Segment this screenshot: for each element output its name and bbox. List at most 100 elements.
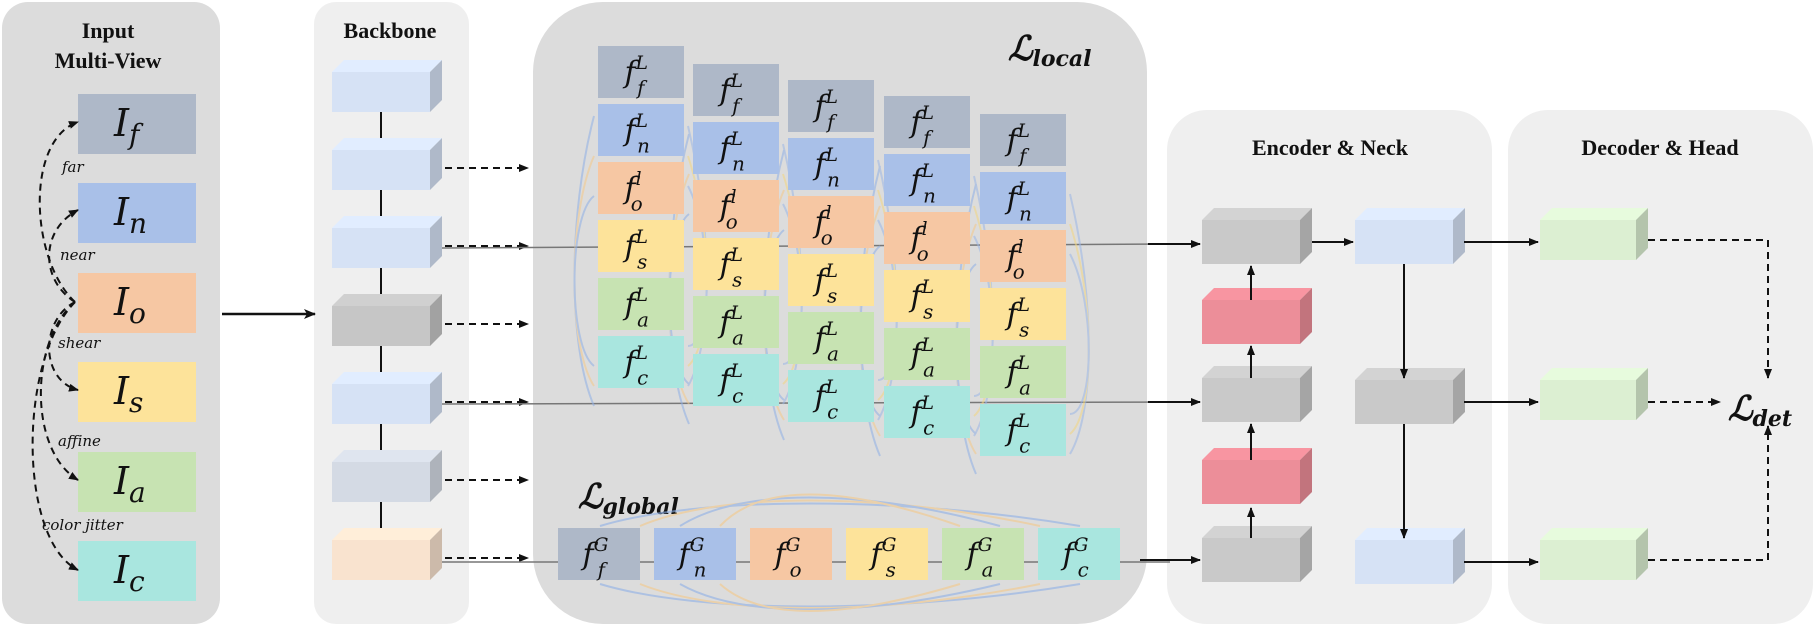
backbone-block-6 xyxy=(332,450,442,502)
backbone-block-4 xyxy=(332,294,442,346)
global-consistency-arcs xyxy=(599,493,1081,612)
backbone-title: Backbone xyxy=(344,18,437,43)
encoder-neck-title: Encoder & Neck xyxy=(1252,135,1409,160)
augmentation-arrows xyxy=(31,121,79,571)
input-view-o: Io xyxy=(78,273,196,333)
encoder-block-mid xyxy=(1202,366,1312,422)
backbone-block-2 xyxy=(332,138,442,190)
input-view-f: If xyxy=(78,94,196,154)
decoder-to-loss-1 xyxy=(1648,239,1772,379)
neck-block-bottom xyxy=(1355,528,1465,584)
input-title-line2: Multi-View xyxy=(55,48,162,73)
backbone-block-1 xyxy=(332,60,442,112)
aug-label-shear: shear xyxy=(58,334,101,352)
aug-label-affine: affine xyxy=(58,432,101,450)
encoder-block-bottom xyxy=(1202,526,1312,582)
input-view-s: Is xyxy=(78,362,196,422)
view-label-n: In xyxy=(113,190,147,240)
det-loss-label: ℒdet xyxy=(1728,389,1792,432)
backbone-block-3 xyxy=(332,216,442,268)
decoder-head-blocks xyxy=(1464,208,1772,580)
aug-label-color-jitter: color jitter xyxy=(42,516,124,534)
encoder-attn-block-2 xyxy=(1202,448,1312,504)
decoder-head-title: Decoder & Head xyxy=(1581,135,1738,160)
aug-label-far: far xyxy=(61,158,84,176)
decoder-head-block-1 xyxy=(1540,208,1648,260)
aug-label-near: near xyxy=(60,246,95,264)
decoder-head-block-3 xyxy=(1540,528,1648,580)
view-label-c: Ic xyxy=(113,548,145,598)
view-label-o: Io xyxy=(113,280,146,330)
decoder-to-loss-3 xyxy=(1648,425,1772,561)
view-label-a: Ia xyxy=(113,459,146,509)
local-loss-label: ℒlocal xyxy=(1008,29,1092,72)
encoder-block-top xyxy=(1202,208,1312,264)
encoder-attn-block-1 xyxy=(1202,288,1312,344)
backbone-block-7 xyxy=(332,528,442,580)
decoder-head-block-2 xyxy=(1540,368,1648,420)
encoder-neck-blocks xyxy=(1140,208,1465,584)
input-view-n: In xyxy=(78,183,196,243)
backbone-block-5 xyxy=(332,372,442,424)
neck-block-top xyxy=(1355,208,1465,264)
input-view-a: Ia xyxy=(78,452,196,512)
input-title-line1: Input xyxy=(82,18,135,43)
neck-block-mid xyxy=(1355,368,1465,424)
input-view-c: Ic xyxy=(78,541,196,601)
backbone-blocks xyxy=(332,60,1171,580)
